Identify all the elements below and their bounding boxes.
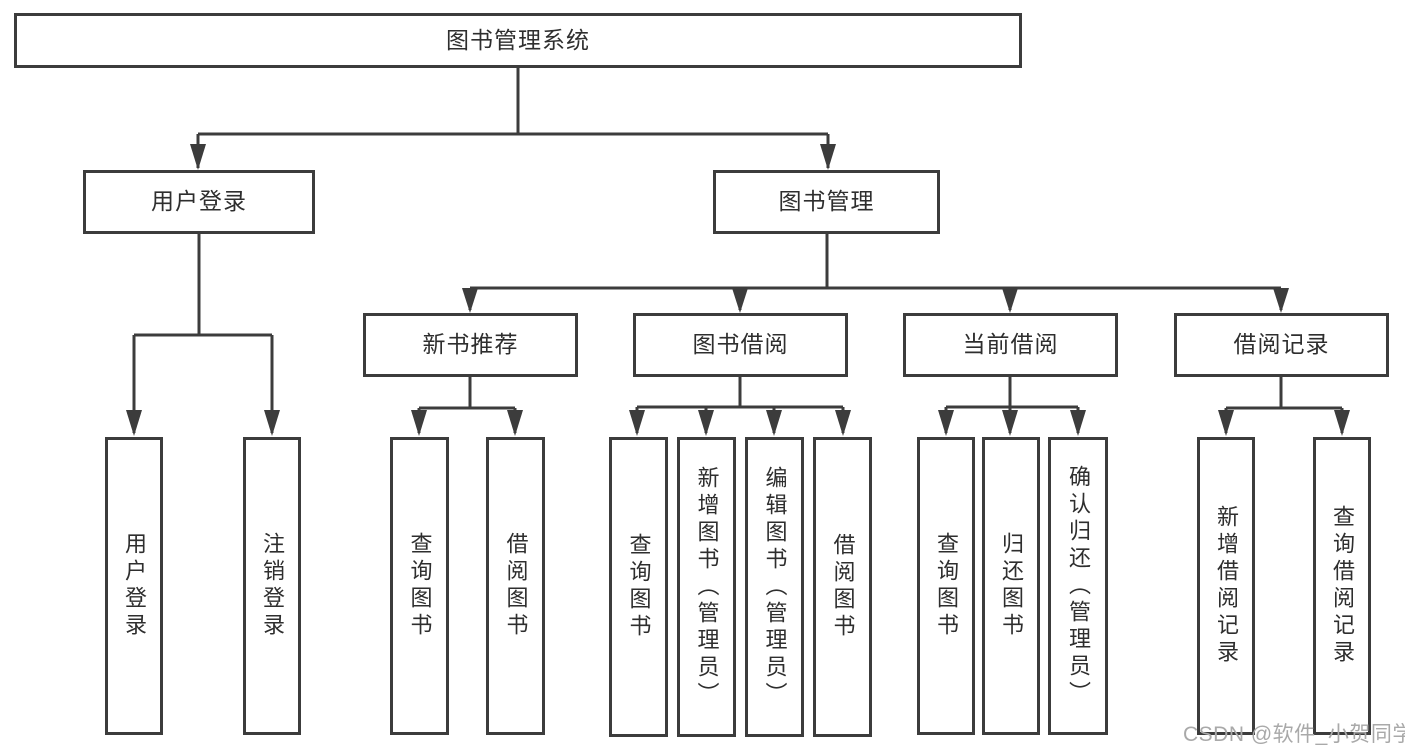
leaf-borrowing-borrow-books: 借阅图书 xyxy=(813,437,872,737)
node-root: 图书管理系统 xyxy=(14,13,1022,68)
node-book-management: 图书管理 xyxy=(713,170,940,234)
leaf-newbooks-query-books: 查询图书 xyxy=(390,437,449,735)
node-user-login: 用户登录 xyxy=(83,170,315,234)
leaf-borrowing-edit-books-admin: 编辑图书（管理员） xyxy=(745,437,804,737)
leaf-records-add-record: 新增借阅记录 xyxy=(1197,437,1255,735)
leaf-newbooks-borrow-books: 借阅图书 xyxy=(486,437,545,735)
csdn-watermark: CSDN @软件_小贺同学 xyxy=(1183,723,1405,746)
leaf-records-query-record: 查询借阅记录 xyxy=(1313,437,1371,735)
leaf-borrowing-add-books-admin: 新增图书（管理员） xyxy=(677,437,736,737)
node-new-book-recommend: 新书推荐 xyxy=(363,313,578,377)
node-borrowing-records: 借阅记录 xyxy=(1174,313,1389,377)
node-book-borrowing: 图书借阅 xyxy=(633,313,848,377)
connector-lines xyxy=(132,68,1344,433)
leaf-logout: 注销登录 xyxy=(243,437,301,735)
leaf-user-login: 用户登录 xyxy=(105,437,163,735)
leaf-current-query-books: 查询图书 xyxy=(917,437,975,735)
arrowheads xyxy=(126,144,1350,436)
node-current-borrowing: 当前借阅 xyxy=(903,313,1118,377)
leaf-current-return-books: 归还图书 xyxy=(982,437,1040,735)
leaf-borrowing-query-books: 查询图书 xyxy=(609,437,668,737)
leaf-current-confirm-return-admin: 确认归还（管理员） xyxy=(1048,437,1108,735)
